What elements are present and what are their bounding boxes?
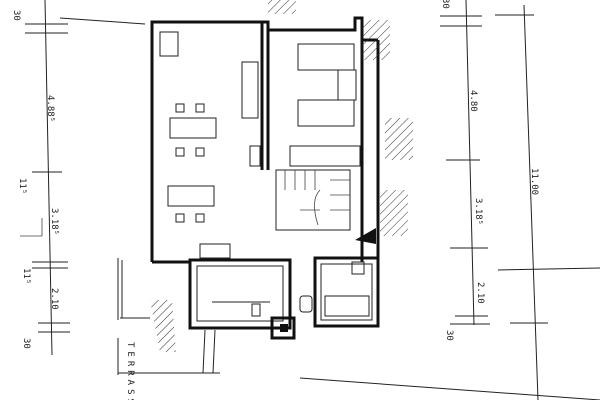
kitchen-bath <box>212 261 370 317</box>
dim-left-5: 2.10 <box>49 288 59 310</box>
dim-left-2: 11⁵ <box>17 178 27 194</box>
dim-left-1: 4.88⁵ <box>45 95 55 122</box>
hatched-wall <box>380 190 408 236</box>
dim-right-3: 2.10 <box>475 282 485 304</box>
dim-left-6: 30 <box>21 338 31 349</box>
entrance-arrow-icon <box>355 228 376 244</box>
dim-right-4: 30 <box>444 330 454 341</box>
building-walls <box>150 16 380 340</box>
terrace-label: TERRASSE <box>125 342 135 400</box>
bedroom-right <box>289 43 361 167</box>
dim-right-0: 30 <box>440 0 450 9</box>
staircase <box>275 169 376 244</box>
terrace <box>59 17 600 400</box>
dim-left-3: 3.18⁵ <box>49 208 59 235</box>
dining-area <box>159 31 259 157</box>
hatched-wall <box>362 20 390 60</box>
hatched-wall <box>385 118 413 160</box>
right-dimension-chain <box>440 0 600 400</box>
dim-left-0: 30 <box>11 10 21 21</box>
hatched-wall <box>268 0 296 14</box>
hatched-wall <box>150 300 176 352</box>
dim-left-4: 11⁵ <box>21 268 31 284</box>
left-dimension-chain <box>20 0 70 356</box>
dim-right-1: 4.80 <box>468 90 478 112</box>
bedroom-left <box>167 145 261 259</box>
dim-right-2: 3.18⁵ <box>473 198 483 225</box>
dim-overall: 11.00 <box>529 168 539 195</box>
